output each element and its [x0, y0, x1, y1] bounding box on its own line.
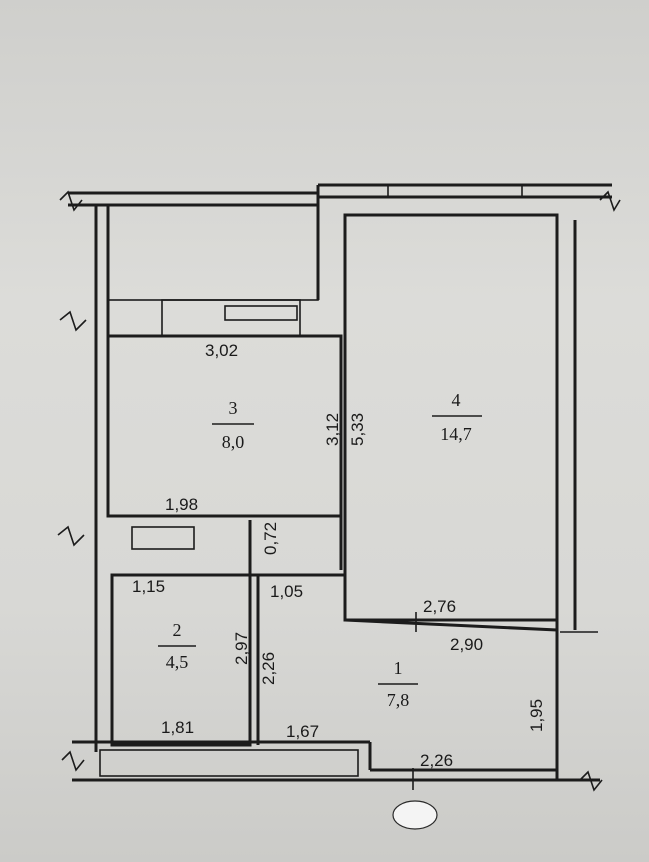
- entrance-mark: [392, 800, 438, 830]
- wall-break-marks: [57, 190, 621, 792]
- room-3-area: 8,0: [222, 432, 245, 452]
- room-3-number: 3: [229, 398, 238, 418]
- dim-0-72: 0,72: [261, 522, 280, 555]
- dim-1-98: 1,98: [165, 495, 198, 514]
- dim-1-15: 1,15: [132, 577, 165, 596]
- room-4-number: 4: [452, 390, 461, 410]
- room-1-number: 1: [394, 658, 403, 678]
- dim-2-90: 2,90: [450, 635, 483, 654]
- dim-3-12: 3,12: [323, 413, 342, 446]
- inner-walls: [99, 184, 559, 777]
- dim-5-33: 5,33: [348, 413, 367, 446]
- room-2-area: 4,5: [166, 652, 189, 672]
- dim-2-76: 2,76: [423, 597, 456, 616]
- room-2-number: 2: [173, 620, 182, 640]
- room-1-area: 7,8: [387, 690, 410, 710]
- dim-1-05: 1,05: [270, 582, 303, 601]
- dim-2-26-horizontal: 2,26: [420, 751, 453, 770]
- dim-2-97: 2,97: [232, 632, 251, 665]
- dim-3-02: 3,02: [205, 341, 238, 360]
- room-4-area: 14,7: [440, 424, 472, 444]
- dim-1-95: 1,95: [527, 699, 546, 732]
- dim-1-67: 1,67: [286, 722, 319, 741]
- dim-1-81: 1,81: [161, 718, 194, 737]
- dim-2-26-vertical: 2,26: [259, 652, 278, 685]
